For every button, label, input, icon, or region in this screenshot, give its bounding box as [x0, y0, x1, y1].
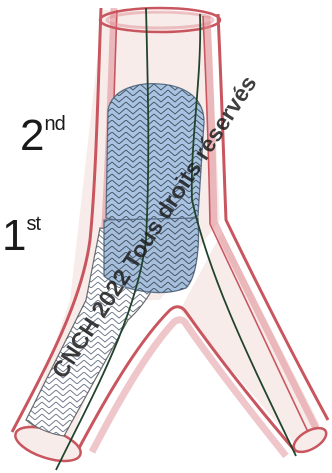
label-first-stage: 1st: [2, 214, 40, 258]
label-second-suffix: nd: [44, 113, 64, 135]
label-second-number: 2: [20, 111, 43, 160]
label-first-suffix: st: [26, 213, 40, 235]
label-second-stage: 2nd: [20, 114, 65, 158]
label-first-number: 1: [2, 211, 25, 260]
